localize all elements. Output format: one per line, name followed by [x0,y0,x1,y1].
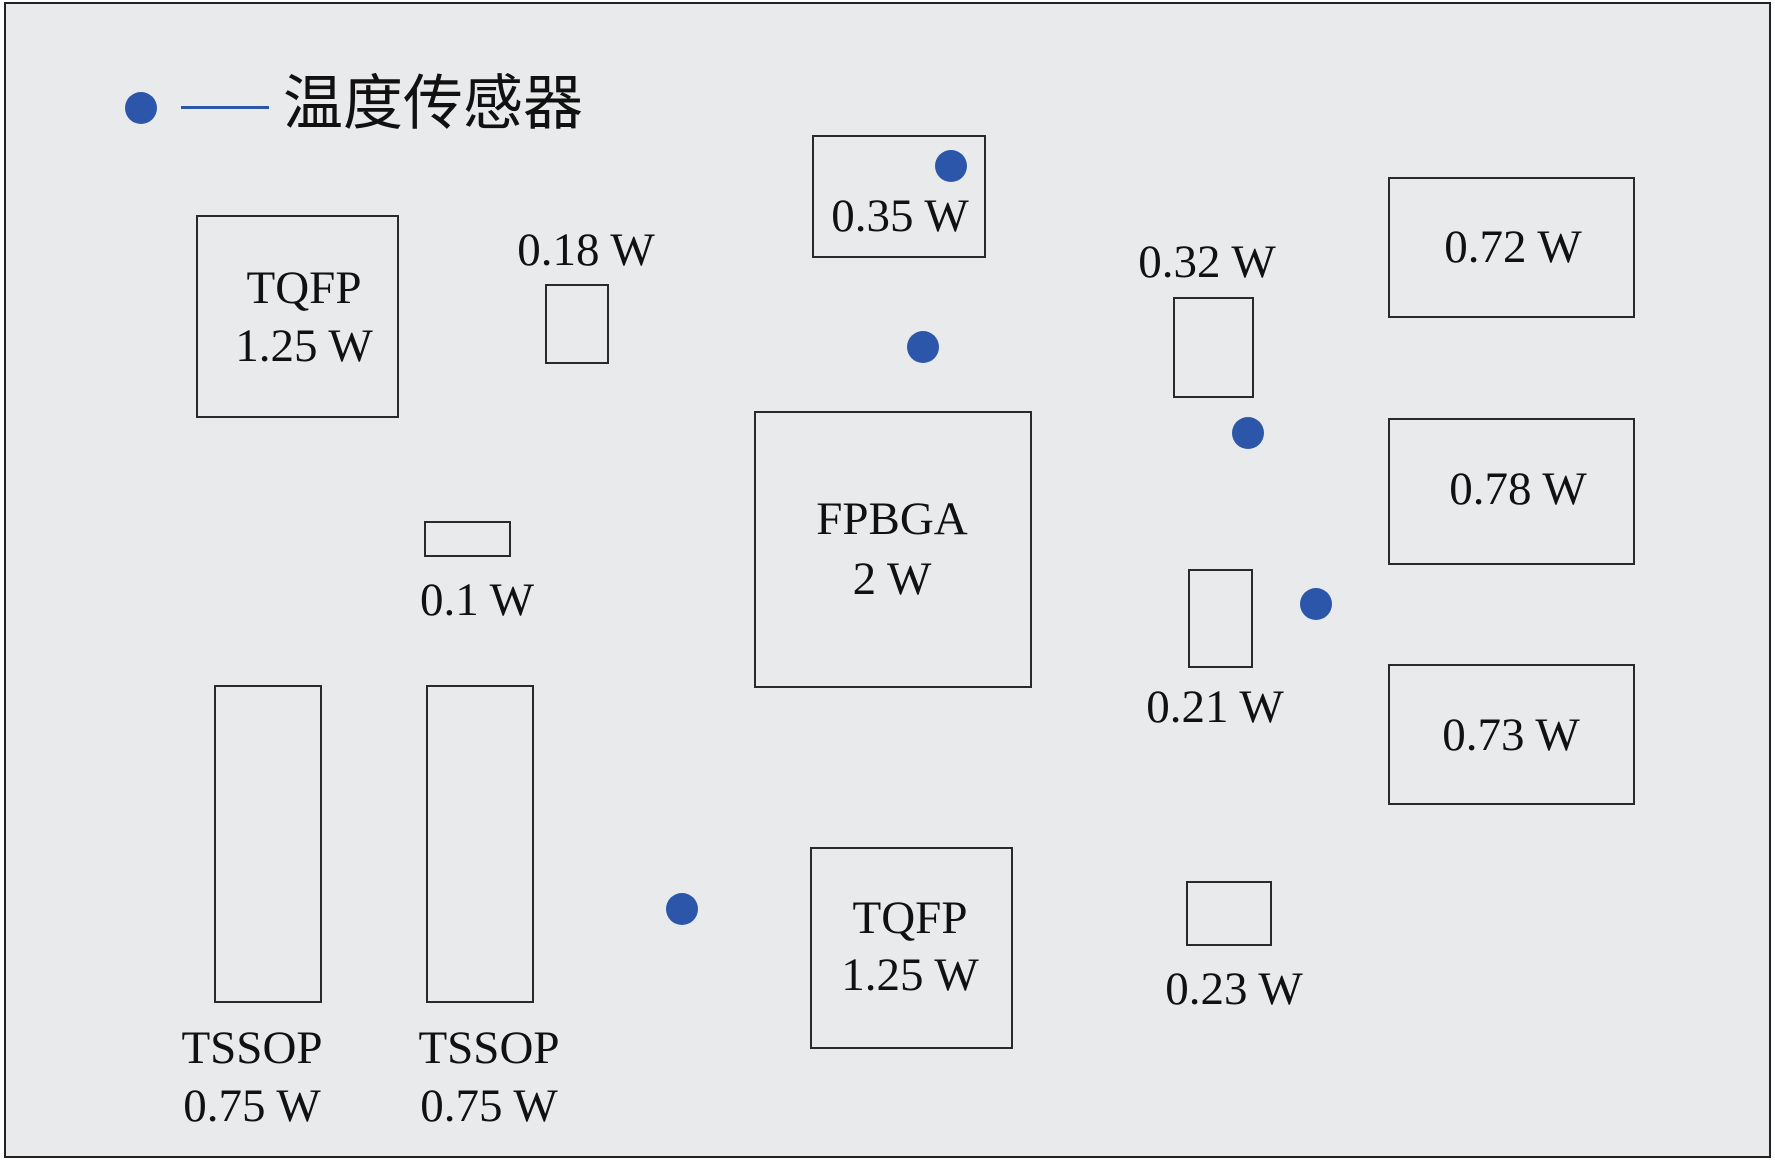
legend-sensor-dot-icon [125,92,157,124]
temperature-sensor-dot-icon [1232,417,1264,449]
component-tssop-2 [426,685,534,1003]
component-035 [812,135,986,258]
component-021-power: 0.21 W [1146,681,1284,733]
tqfp-bottom-type: TQFP [852,892,968,944]
component-072 [1388,177,1635,318]
component-fpbga [754,411,1032,688]
component-072-power: 0.72 W [1444,221,1582,273]
component-023 [1186,881,1272,946]
tqfp-bottom-power: 1.25 W [841,949,979,1001]
temperature-sensor-dot-icon [935,150,967,182]
tqfp-top-left-type: TQFP [246,262,362,314]
component-tqfp-bottom [810,847,1013,1049]
component-078-power: 0.78 W [1449,463,1587,515]
pcb-board [4,2,1771,1158]
tssop-1-power: 0.75 W [183,1080,321,1132]
legend-line [181,106,269,109]
component-073 [1388,664,1635,805]
tssop-2-type: TSSOP [418,1022,560,1074]
component-032 [1173,297,1254,398]
component-073-power: 0.73 W [1442,709,1580,761]
component-01 [424,521,511,557]
component-078 [1388,418,1635,565]
legend-label: 温度传感器 [283,69,583,139]
component-tqfp-top-left [196,215,399,418]
fpbga-type: FPBGA [816,493,968,545]
component-01-power: 0.1 W [419,574,535,626]
component-023-power: 0.23 W [1165,963,1303,1015]
tssop-2-power: 0.75 W [420,1080,558,1132]
tssop-1-type: TSSOP [181,1022,323,1074]
temperature-sensor-dot-icon [666,893,698,925]
component-018 [545,284,609,364]
component-035-power: 0.35 W [831,190,969,242]
tqfp-top-left-power: 1.25 W [235,320,373,372]
component-018-power: 0.18 W [517,224,655,276]
component-021 [1188,569,1253,668]
component-032-power: 0.32 W [1138,236,1276,288]
component-tssop-1 [214,685,322,1003]
temperature-sensor-dot-icon [907,331,939,363]
fpbga-power: 2 W [852,553,932,605]
temperature-sensor-dot-icon [1300,588,1332,620]
